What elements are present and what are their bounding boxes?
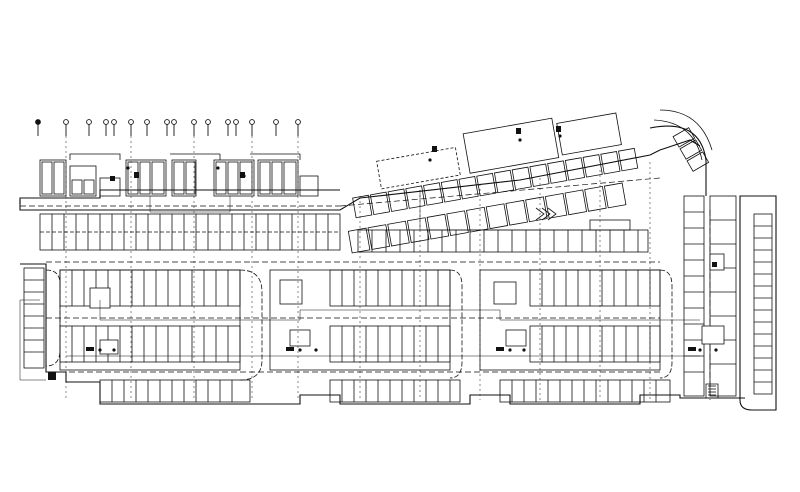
marker-pin	[128, 119, 134, 136]
service-lines	[19, 190, 700, 381]
marker-pin	[103, 119, 109, 136]
marker-pin	[191, 119, 197, 136]
marker-pin	[164, 119, 170, 136]
marker-pin	[249, 119, 255, 136]
marker-pin	[86, 119, 92, 136]
marker-pin	[35, 119, 41, 136]
marker-pin	[63, 119, 69, 136]
marker-pin	[171, 119, 177, 136]
parking-block-3	[479, 269, 673, 403]
upper-bays-right	[357, 219, 649, 253]
marker-pins	[35, 119, 301, 136]
marker-pin	[144, 119, 150, 136]
equipment-marks	[48, 126, 718, 380]
marker-pin	[205, 119, 211, 136]
building-outline	[19, 125, 777, 411]
marker-pin	[295, 119, 301, 136]
upper-bays-left	[39, 213, 341, 251]
marker-pin	[111, 119, 117, 136]
top-units-right	[347, 109, 713, 254]
parking-block-2	[269, 269, 463, 403]
marker-pin	[273, 119, 279, 136]
left-edge-column	[23, 267, 61, 369]
marker-pin	[225, 119, 231, 136]
right-edge-stalls	[683, 195, 773, 399]
drive-aisles	[20, 177, 711, 400]
marker-pin	[233, 119, 239, 136]
structural-grid	[65, 136, 651, 400]
